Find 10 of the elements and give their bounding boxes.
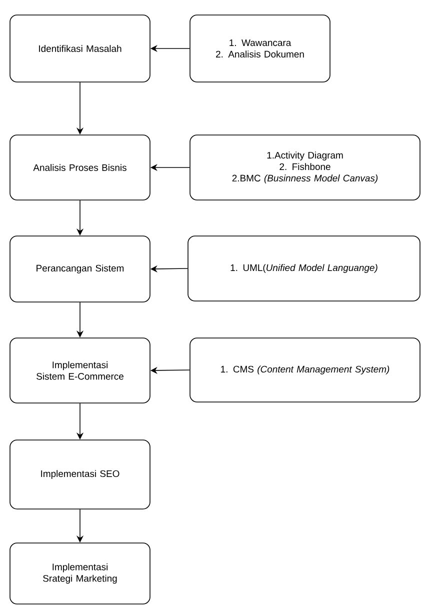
step-box: Identifikasi Masalah (10, 14, 150, 82)
step-box: Perancangan Sistem (10, 236, 150, 302)
step-box: Implementasi Srategi Marketing (10, 542, 150, 604)
method-box: 1.Activity Diagram 2. Fishbone 2.BMC (Businness Model Canvas) (190, 134, 420, 200)
step-box: Implementasi Sistem E-Commerce (10, 338, 150, 404)
method-box: 1. Wawancara 2. Analisis Dokumen (190, 14, 330, 82)
step-box: Implementasi SEO (10, 440, 150, 510)
method-box: 1. CMS (Content Management System) (190, 338, 420, 402)
step-box: Analisis Proses Bisnis (10, 134, 150, 200)
method-box: 1. UML(Unified Model Languange) (188, 236, 420, 302)
